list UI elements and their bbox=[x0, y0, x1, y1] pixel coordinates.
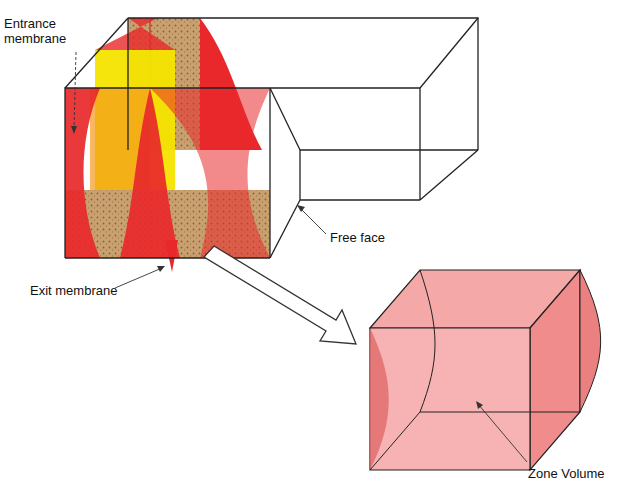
leader-lines bbox=[74, 52, 527, 462]
transform-arrow bbox=[204, 246, 356, 344]
exit-membrane-mid bbox=[120, 88, 180, 258]
zone-volume-cube bbox=[370, 270, 601, 470]
face-label: Free face bbox=[330, 230, 420, 245]
membrane-label: Exit membrane bbox=[30, 283, 140, 298]
exit-membrane-left bbox=[65, 88, 100, 258]
membrane-label: Entrance membrane bbox=[4, 16, 74, 46]
volume-label: Zone Volume bbox=[528, 466, 622, 481]
zone-wireframe bbox=[65, 18, 478, 258]
